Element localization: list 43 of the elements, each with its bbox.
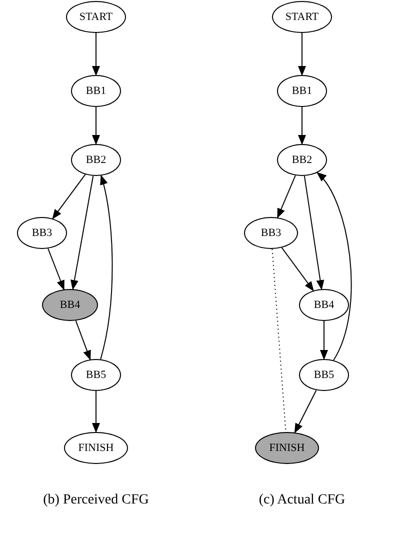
node-label: BB2 bbox=[292, 154, 312, 166]
caption: (b) Perceived CFG bbox=[43, 492, 149, 510]
node-label: BB5 bbox=[314, 370, 334, 380]
ellipse-node bbox=[299, 359, 349, 391]
arrow bbox=[304, 175, 324, 290]
arrow bbox=[92, 32, 100, 76]
arrow bbox=[75, 320, 91, 360]
node-label: BB4 bbox=[60, 300, 80, 310]
node-label: BB1 bbox=[292, 86, 312, 96]
ellipse-node bbox=[244, 217, 298, 249]
arrow bbox=[100, 174, 113, 360]
arrow bbox=[320, 320, 328, 360]
ellipse-node bbox=[17, 217, 67, 249]
arrow bbox=[52, 174, 86, 220]
connector-line bbox=[272, 248, 286, 432]
caption: (c) Actual CFG bbox=[258, 492, 346, 510]
ellipse-node bbox=[71, 144, 121, 176]
arrow bbox=[92, 390, 100, 433]
arrow bbox=[277, 174, 296, 218]
arrow bbox=[298, 32, 306, 76]
node-label: START bbox=[285, 12, 319, 22]
node-label: FINISH bbox=[269, 442, 305, 454]
node-label: START bbox=[79, 12, 113, 22]
arrow bbox=[48, 248, 64, 290]
node-label: BB4 bbox=[314, 300, 334, 310]
arrow bbox=[281, 247, 314, 292]
ellipse-node bbox=[71, 75, 121, 107]
node-label: BB2 bbox=[86, 154, 106, 166]
arrow bbox=[316, 172, 352, 361]
arrow bbox=[70, 175, 94, 290]
node-label: BB1 bbox=[86, 86, 106, 96]
node-label: BB5 bbox=[86, 370, 106, 380]
node-label: BB3 bbox=[32, 228, 52, 238]
ellipse-node bbox=[277, 144, 327, 176]
node-label: FINISH bbox=[78, 442, 114, 454]
arrow bbox=[294, 390, 317, 434]
ellipse-node bbox=[71, 359, 121, 391]
ellipse-node bbox=[299, 289, 349, 321]
ellipse-node bbox=[277, 75, 327, 107]
node-label: BB3 bbox=[260, 228, 282, 238]
ellipse-node bbox=[42, 289, 98, 321]
arrow bbox=[298, 106, 306, 145]
arrow bbox=[92, 106, 100, 145]
